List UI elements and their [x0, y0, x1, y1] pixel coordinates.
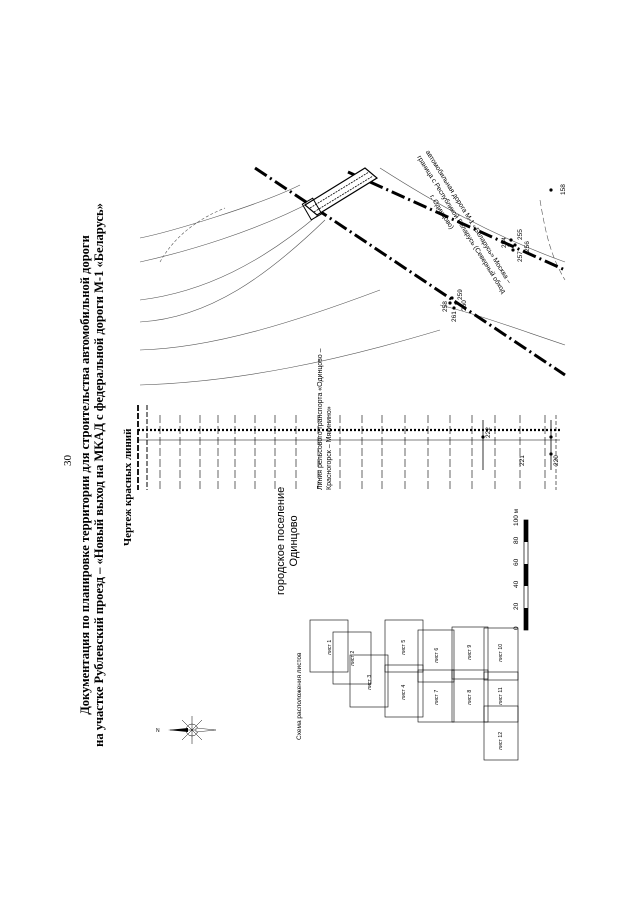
sheet-labels: лист 1 лист 2 лист 3 лист 4 лист 5 лист … — [327, 640, 504, 750]
point-label-256: 256 — [524, 241, 531, 252]
curve-line — [439, 304, 566, 346]
point-label-254: 254 — [501, 237, 508, 248]
sheet-5 — [384, 619, 424, 673]
sheet-label-11: лист 11 — [498, 687, 504, 705]
curve-line — [139, 214, 319, 301]
point-labels: 158 220 221 222 254 255 256 257 258 259 … — [442, 184, 567, 466]
sheet-label-10: лист 10 — [498, 644, 504, 662]
point-label-258: 258 — [442, 301, 449, 312]
compass-axis — [181, 719, 203, 741]
survey-point-222 — [481, 435, 485, 439]
sheet-label-5: лист 5 — [401, 640, 407, 655]
point-label-221: 221 — [519, 455, 526, 466]
point-label-222: 222 — [485, 427, 492, 438]
survey-point-221 — [549, 435, 553, 439]
sheet-label-9: лист 9 — [467, 645, 473, 660]
sheet-4 — [384, 664, 424, 718]
point-label-257: 257 — [517, 251, 524, 262]
point-label-259: 259 — [457, 289, 464, 300]
scale-tick-40: 40 — [513, 580, 520, 588]
sheet-6 — [417, 629, 455, 683]
survey-point-158 — [549, 188, 553, 192]
point-label-255: 255 — [517, 229, 524, 240]
scale-bar: 0 20 40 60 80 100 м — [513, 508, 529, 631]
sheet-2 — [332, 631, 372, 685]
bridge-hatch — [309, 171, 370, 209]
sheet-8 — [451, 669, 489, 723]
sheet-label-7: лист 7 — [434, 690, 440, 705]
sheet-scheme — [309, 619, 519, 761]
survey-point-260 — [448, 301, 452, 305]
scale-bar-segment — [524, 564, 528, 586]
sheet-10 — [483, 627, 519, 681]
road-red-lines — [254, 166, 566, 377]
sheet-12 — [483, 705, 519, 761]
compass-rose-icon: N — [156, 716, 217, 744]
bridge-hatch — [313, 175, 374, 213]
sheet-9 — [451, 626, 489, 680]
road-red-line — [347, 170, 566, 272]
sheet-label-8: лист 8 — [467, 690, 473, 705]
sheet-label-1: лист 1 — [327, 640, 333, 655]
scale-tick-80: 80 — [513, 536, 520, 544]
road-red-line — [254, 166, 566, 377]
curve-lines — [139, 167, 566, 386]
sheet-label-2: лист 2 — [350, 651, 356, 666]
sheet-label-12: лист 12 — [498, 732, 504, 750]
scale-bar-segment — [524, 608, 528, 630]
point-label-260: 260 — [461, 300, 468, 311]
road-label: автомобильная дорога М-1 «Беларусь» Моск… — [415, 149, 513, 295]
curve-line — [379, 167, 566, 263]
sheet-label-4: лист 4 — [401, 685, 407, 700]
sheet-11 — [483, 671, 519, 723]
survey-point-256 — [511, 248, 515, 252]
curve-line — [539, 199, 566, 281]
curve-line — [139, 219, 326, 323]
point-label-158: 158 — [560, 184, 567, 195]
survey-point-259 — [454, 301, 458, 305]
curve-line — [159, 207, 226, 263]
compass-north-arrow — [168, 728, 188, 732]
scale-tick-100: 100 м — [513, 508, 520, 526]
sheet-label-3: лист 3 — [367, 675, 373, 690]
road-label-line-2: граница с Республикой Беларусь (Северный… — [415, 154, 507, 295]
point-label-261: 261 — [451, 311, 458, 322]
scale-bar-segment — [524, 520, 528, 542]
point-label-220: 220 — [553, 455, 560, 466]
bridge-structure — [301, 167, 379, 221]
sheet-1 — [309, 619, 349, 673]
compass-south-arrow — [195, 727, 217, 733]
road-label-line-1: автомобильная дорога М-1 «Беларусь» Моск… — [424, 149, 513, 286]
curve-line — [139, 289, 381, 351]
sheet-7 — [417, 669, 455, 723]
bridge-pier — [301, 197, 323, 221]
scale-tick-20: 20 — [513, 602, 520, 610]
rail-corridor — [137, 405, 560, 490]
survey-point-255 — [513, 243, 517, 247]
compass-north-label: N — [156, 728, 160, 734]
curve-line — [139, 184, 301, 239]
survey-point-261 — [452, 306, 456, 310]
bridge-outline — [303, 167, 379, 216]
sheet-label-6: лист 6 — [434, 648, 440, 663]
survey-point-220 — [549, 452, 553, 456]
survey-point-257 — [507, 243, 511, 247]
curve-line — [139, 199, 316, 263]
curve-line — [139, 329, 441, 386]
sheet-3 — [349, 654, 389, 708]
rail-red-line — [482, 420, 552, 470]
survey-point-258 — [450, 296, 454, 300]
scale-tick-60: 60 — [513, 558, 520, 566]
survey-points — [448, 188, 553, 456]
survey-point-254 — [509, 238, 513, 242]
